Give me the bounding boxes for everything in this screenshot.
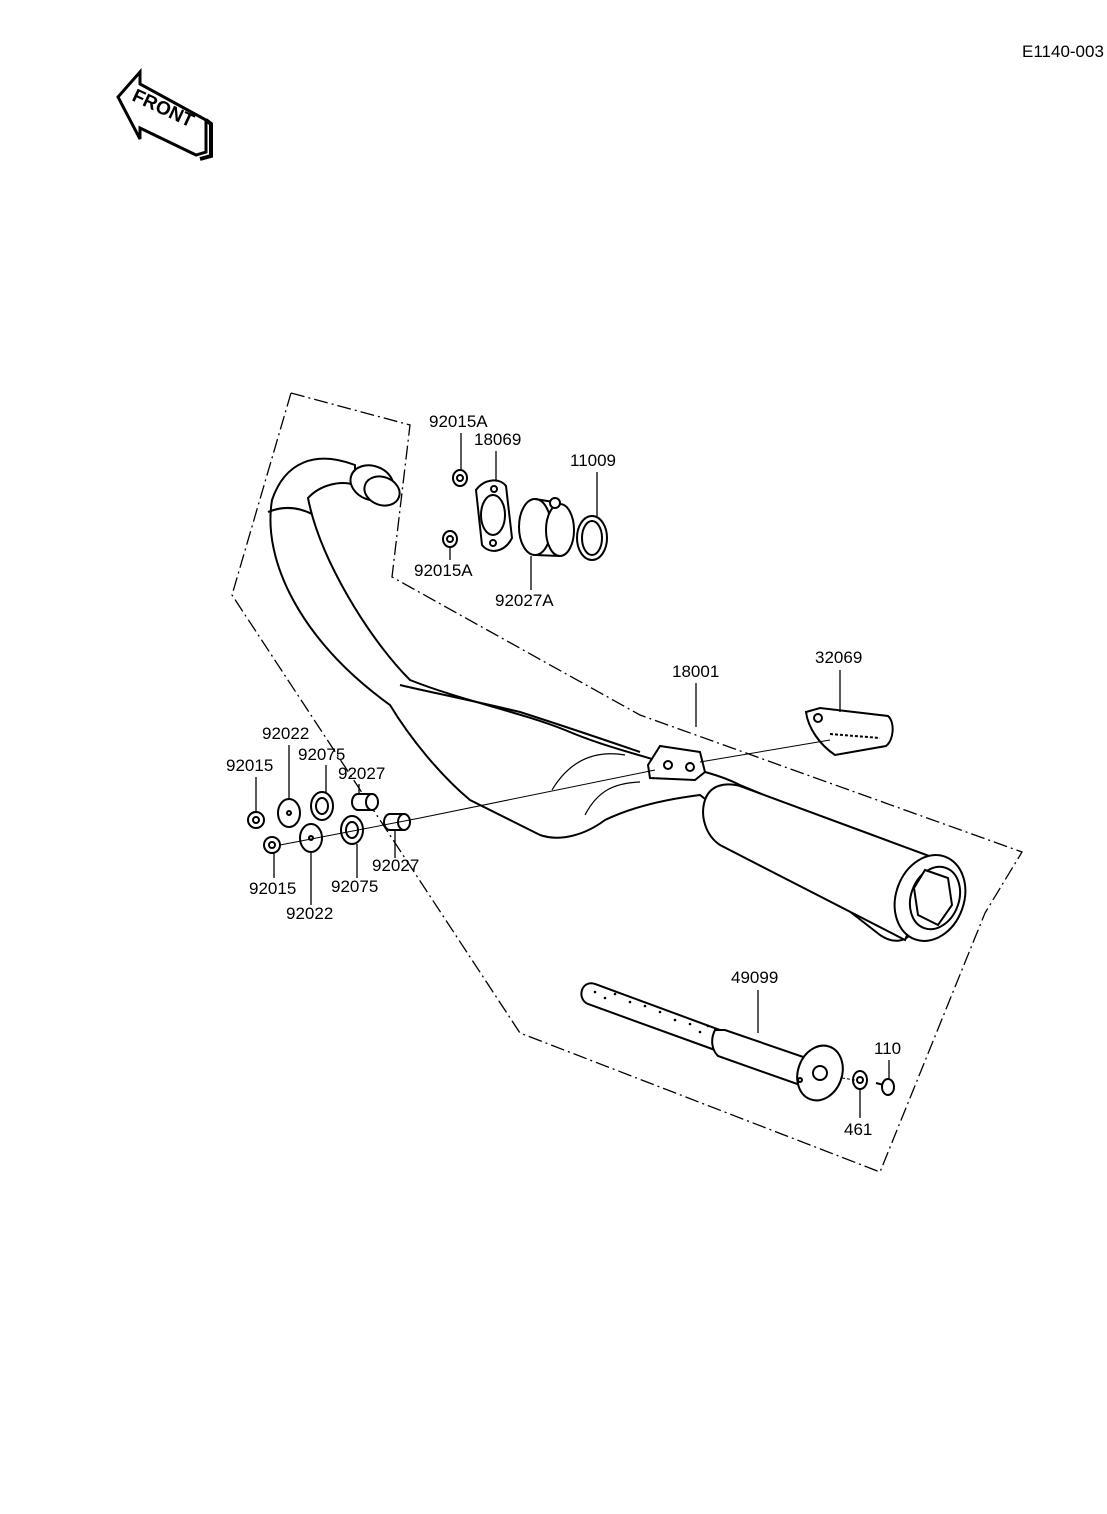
collar-92027-top-icon — [351, 793, 379, 811]
spark-arrester-49099-icon — [580, 982, 844, 1102]
collar-92027A-icon — [518, 497, 575, 557]
nut-92015-top-icon — [247, 811, 265, 829]
label-92015A-bottom: 92015A — [414, 561, 473, 580]
front-arrow-icon: FRONT — [116, 68, 213, 161]
bolt-110-icon — [875, 1078, 895, 1096]
label-11009: 11009 — [570, 451, 617, 470]
exhaust-pipe — [267, 457, 967, 942]
bracket-32069-icon — [804, 706, 894, 757]
label-92027A: 92027A — [495, 591, 554, 610]
label-92015A-top: 92015A — [429, 412, 488, 431]
label-92075-top: 92075 — [298, 745, 346, 764]
label-92015-bottom: 92015 — [249, 879, 297, 898]
assembly-boundary — [231, 392, 1023, 1173]
header-mount-parts — [442, 469, 608, 561]
label-92027-bottom: 92027 — [372, 856, 420, 875]
nut-92015A-bottom-icon — [442, 530, 458, 548]
grommet-92075-top-icon — [310, 791, 334, 821]
label-110: 110 — [874, 1039, 902, 1058]
label-49099: 49099 — [731, 968, 779, 987]
spark-arrester-parts — [580, 982, 895, 1102]
label-18069: 18069 — [474, 430, 522, 449]
grommet-92075-bottom-icon — [340, 815, 364, 845]
washer-92022-top-icon — [277, 798, 301, 828]
gasket-11009-icon — [576, 515, 608, 561]
label-92022-bottom: 92022 — [286, 904, 334, 923]
label-461: 461 — [844, 1120, 873, 1139]
flange-18069-icon — [474, 479, 514, 552]
label-92027-top: 92027 — [338, 764, 386, 783]
nut-92015-bottom-icon — [263, 836, 281, 854]
side-mount-parts — [247, 739, 831, 854]
label-92075-bottom: 92075 — [331, 877, 379, 896]
reference-code: E1140-003 — [1022, 42, 1104, 61]
label-32069: 32069 — [815, 648, 863, 667]
washer-461-icon — [852, 1070, 868, 1090]
label-92022-top: 92022 — [262, 724, 310, 743]
label-92015-top: 92015 — [226, 756, 274, 775]
nut-92015A-top-icon — [452, 469, 468, 487]
label-18001: 18001 — [672, 662, 720, 681]
callout-leaders — [255, 433, 890, 1118]
